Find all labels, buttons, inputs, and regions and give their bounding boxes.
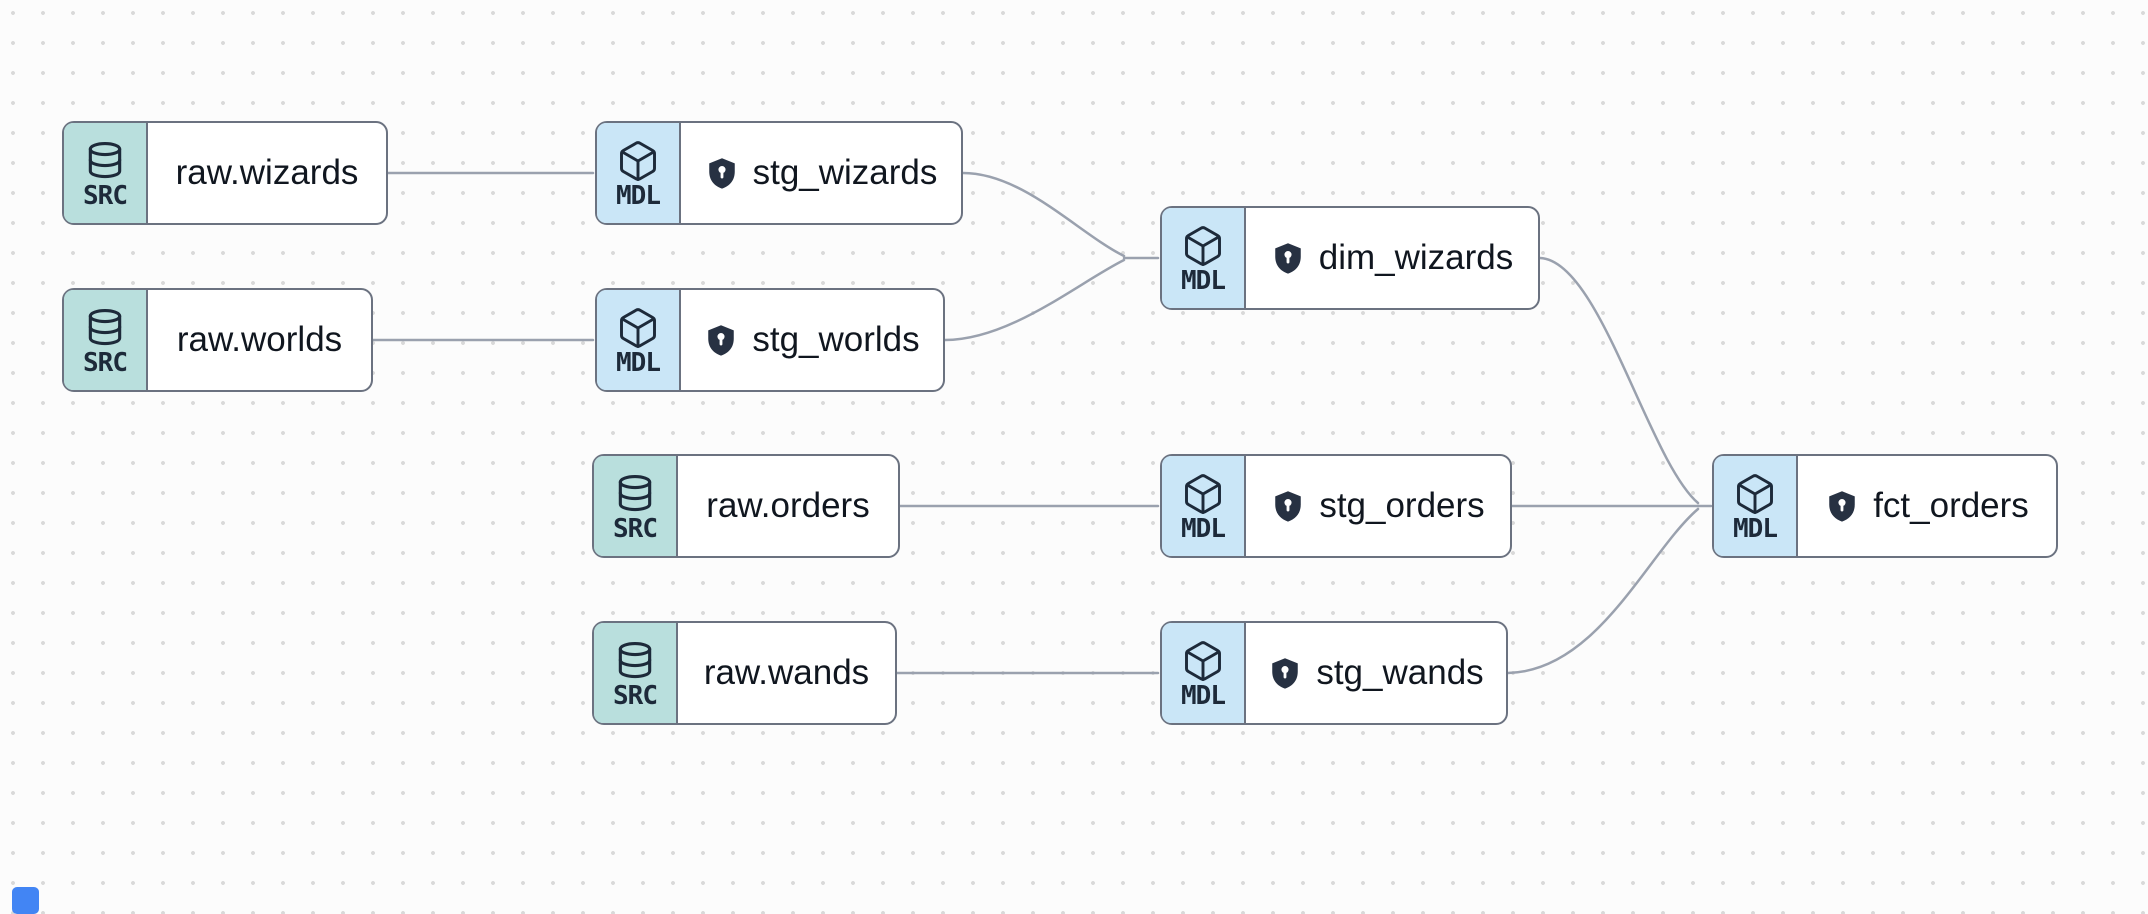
database-icon (618, 642, 652, 679)
edge-stg-worlds-dim-wizards (943, 258, 1126, 342)
shield-lock-icon (708, 158, 735, 189)
model-badge: MDL (597, 123, 681, 223)
node-label: raw.worlds (176, 320, 343, 359)
badge-label: MDL (616, 348, 661, 379)
node-label: fct_orders (1873, 486, 2029, 525)
badge-label: MDL (1181, 514, 1226, 545)
node-raw-wizards[interactable]: SRC raw.wizards (62, 121, 388, 225)
node-label: dim_wizards (1318, 238, 1514, 277)
model-badge: MDL (1162, 623, 1246, 723)
badge-label: MDL (1181, 266, 1226, 297)
node-stg-worlds[interactable]: MDL stg_worlds (595, 288, 945, 392)
shield-lock-icon (1275, 491, 1302, 522)
cube-icon (1185, 474, 1221, 515)
node-label: stg_wands (1316, 653, 1484, 692)
model-badge: MDL (1162, 208, 1246, 308)
badge-label: MDL (1181, 681, 1226, 712)
node-label: stg_orders (1319, 486, 1485, 525)
database-icon (88, 142, 122, 179)
node-stg-orders[interactable]: MDL stg_orders (1160, 454, 1512, 558)
node-stg-wands[interactable]: MDL stg_wands (1160, 621, 1508, 725)
node-label: raw.orders (706, 486, 870, 525)
badge-label: SRC (613, 681, 658, 712)
badge-label: MDL (1733, 514, 1778, 545)
shield-lock-icon (1829, 491, 1855, 522)
node-raw-orders[interactable]: SRC raw.orders (592, 454, 900, 558)
edge-stg-wands-fct-orders (1506, 507, 1700, 675)
node-raw-worlds[interactable]: SRC raw.worlds (62, 288, 373, 392)
source-badge: SRC (594, 623, 678, 723)
cube-icon (620, 308, 656, 349)
shield-lock-icon (1275, 243, 1301, 274)
badge-label: SRC (83, 181, 128, 212)
edge-stg-wizards-dim-wizards (961, 171, 1126, 258)
shield-lock-icon (1272, 658, 1299, 689)
cube-icon (1737, 474, 1773, 515)
bottom-left-control-badge[interactable] (12, 887, 39, 914)
database-icon (88, 309, 122, 346)
node-label: raw.wands (703, 653, 870, 692)
database-icon (618, 475, 652, 512)
node-fct-orders[interactable]: MDL fct_orders (1712, 454, 2058, 558)
node-label: stg_worlds (752, 320, 920, 359)
cube-icon (1185, 641, 1221, 682)
node-label: raw.wizards (175, 153, 359, 192)
badge-label: SRC (613, 514, 658, 545)
source-badge: SRC (594, 456, 678, 556)
shield-lock-icon (708, 325, 735, 356)
source-badge: SRC (64, 123, 148, 223)
cube-icon (1185, 226, 1221, 267)
badge-label: MDL (616, 181, 661, 212)
model-badge: MDL (597, 290, 681, 390)
badge-label: SRC (83, 348, 128, 379)
node-stg-wizards[interactable]: MDL stg_wizards (595, 121, 963, 225)
model-badge: MDL (1714, 456, 1798, 556)
cube-icon (620, 141, 656, 182)
node-label: stg_wizards (752, 153, 938, 192)
source-badge: SRC (64, 290, 148, 390)
model-badge: MDL (1162, 456, 1246, 556)
node-dim-wizards[interactable]: MDL dim_wizards (1160, 206, 1540, 310)
edge-dim-wizards-fct-orders (1538, 256, 1700, 505)
node-raw-wands[interactable]: SRC raw.wands (592, 621, 897, 725)
